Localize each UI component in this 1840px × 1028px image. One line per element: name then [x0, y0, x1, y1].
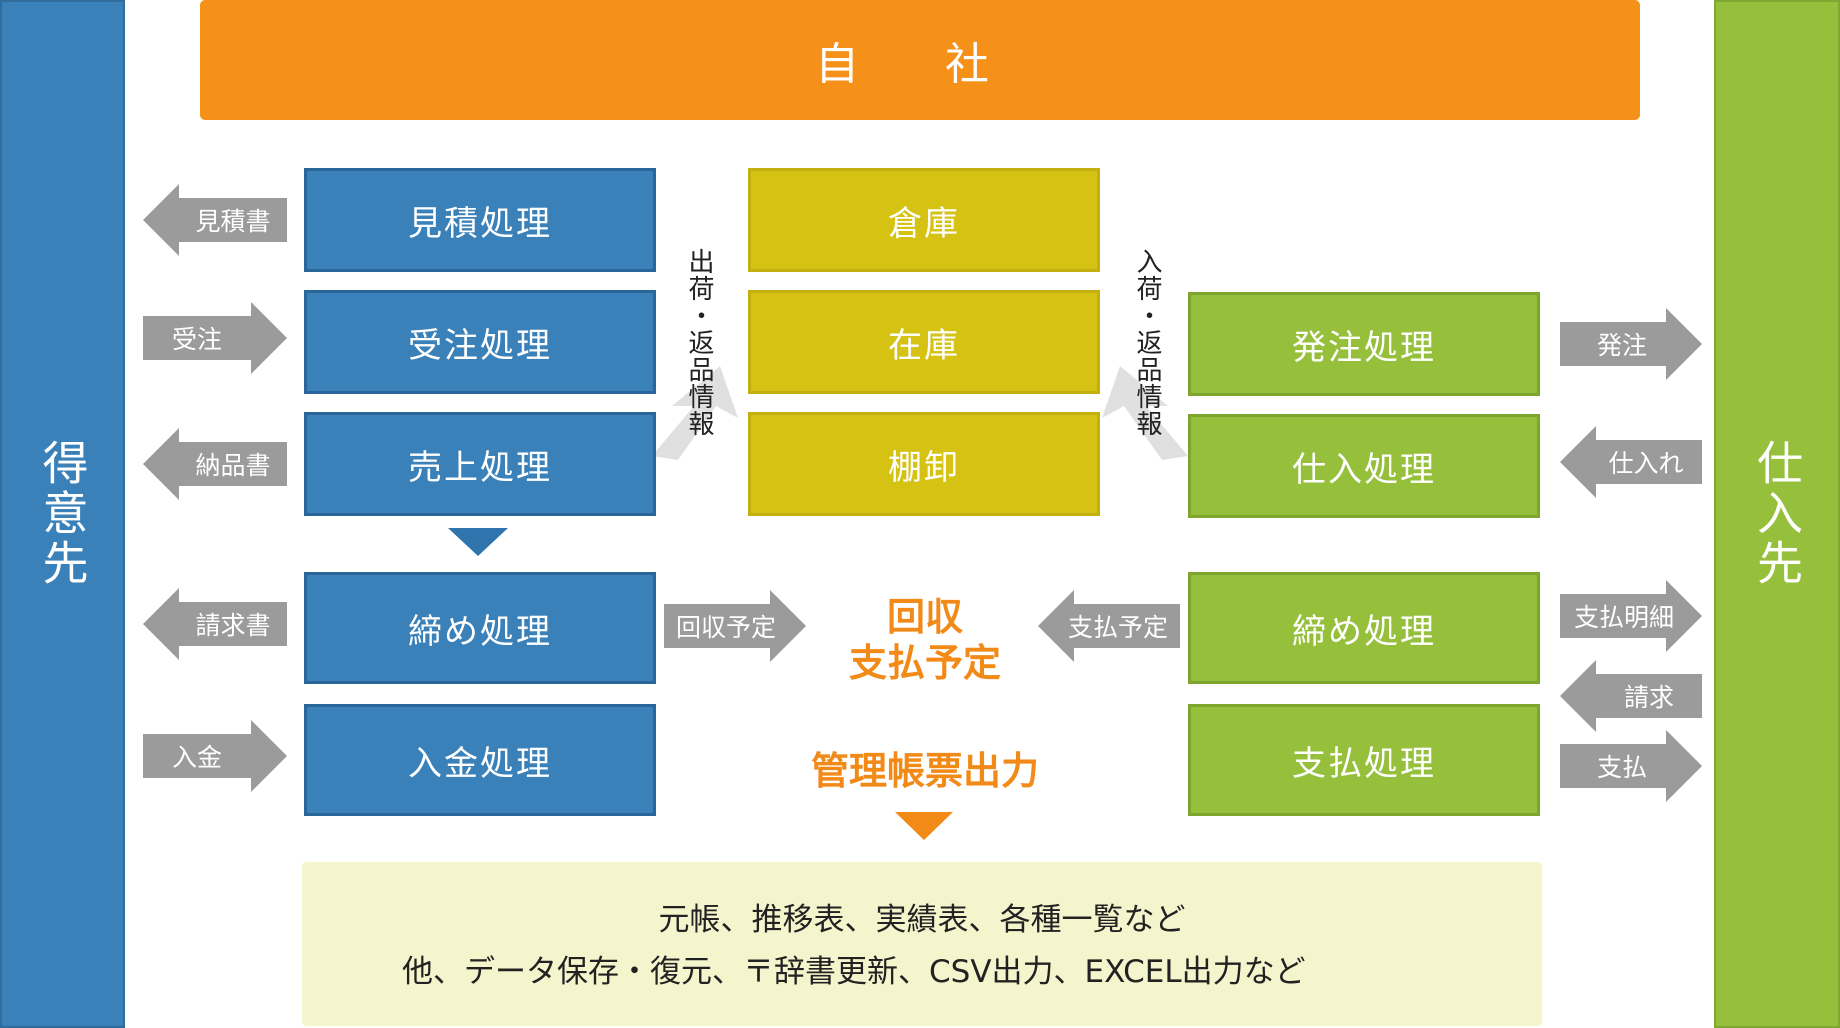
left-closing-box: 締め処理 [304, 572, 656, 684]
collect-title-line1: 回収 [886, 595, 963, 639]
purchase-process-label: 仕入処理 [1292, 449, 1436, 490]
purchase-process-box: 仕入処理 [1188, 414, 1540, 518]
billing-arrow: 請求 [1560, 660, 1702, 732]
collect-plan-label: 回収予定 [675, 613, 776, 642]
delivery-note-label: 納品書 [195, 451, 271, 480]
estimate-process-box: 見積処理 [304, 168, 656, 272]
shipment-flow-arrow [652, 366, 738, 460]
report-output-title: 管理帳票出力 [810, 749, 1039, 793]
supplier-label: 仕入先 [1750, 439, 1804, 589]
left-closing-label: 締め処理 [408, 611, 552, 652]
payment-receive-label: 入金処理 [408, 743, 552, 784]
purchase-in-label: 仕入れ [1608, 449, 1684, 478]
order-receive-arrow: 受注 [143, 302, 287, 374]
order-receive-arrow-label: 受注 [171, 325, 222, 354]
stock-label: 在庫 [888, 325, 960, 366]
delivery-note-arrow: 納品書 [143, 428, 287, 500]
payment-process-label: 支払処理 [1292, 743, 1436, 784]
warehouse-label: 倉庫 [888, 203, 960, 244]
company-banner: 自 社 [200, 0, 1640, 120]
sales-process-label: 売上処理 [408, 447, 552, 488]
warehouse-box: 倉庫 [748, 168, 1100, 272]
stock-box: 在庫 [748, 290, 1100, 394]
payment-statement-arrow: 支払明細 [1560, 580, 1702, 652]
output-detail-line1: 元帳、推移表、実績表、各種一覧など [658, 902, 1186, 938]
arrival-flow-arrow [1102, 366, 1188, 460]
pay-label: 支払 [1596, 753, 1647, 782]
arrival-info-label: 入荷・返品情報 [1132, 248, 1162, 437]
order-place-box: 発注処理 [1188, 292, 1540, 396]
payment-plan-label: 支払予定 [1067, 613, 1168, 642]
orange-down-triangle-icon [895, 812, 953, 840]
payment-statement-label: 支払明細 [1573, 603, 1674, 632]
inventory-box: 棚卸 [748, 412, 1100, 516]
deposit-arrow: 入金 [143, 720, 287, 792]
invoice-arrow: 請求書 [143, 588, 287, 660]
customer-sidebar: 得意先 [0, 0, 125, 1028]
customer-label: 得意先 [35, 439, 90, 589]
output-detail-box [302, 862, 1542, 1026]
billing-label: 請求 [1623, 683, 1674, 712]
collect-title-line2: 支払予定 [848, 641, 1001, 685]
pay-arrow: 支払 [1560, 730, 1702, 802]
output-detail-line2: 他、データ保存・復元、〒辞書更新、CSV出力、EXCEL出力など [402, 954, 1306, 990]
sales-process-box: 売上処理 [304, 412, 656, 516]
collect-plan-arrow: 回収予定 [664, 590, 806, 662]
order-receive-label: 受注処理 [408, 325, 552, 366]
place-order-label: 発注 [1596, 331, 1647, 360]
right-closing-label: 締め処理 [1292, 611, 1436, 652]
collect-payment-plan-title: 回収 支払予定 [820, 594, 1030, 686]
invoice-label: 請求書 [195, 611, 271, 640]
payment-process-box: 支払処理 [1188, 704, 1540, 816]
down-triangle-icon [448, 528, 508, 556]
right-closing-box: 締め処理 [1188, 572, 1540, 684]
order-receive-box: 受注処理 [304, 290, 656, 394]
estimate-doc-label: 見積書 [195, 207, 271, 236]
estimate-process-label: 見積処理 [408, 203, 552, 244]
deposit-label: 入金 [171, 743, 222, 772]
purchase-in-arrow: 仕入れ [1560, 426, 1702, 498]
shipment-info-label: 出荷・返品情報 [684, 248, 714, 437]
payment-receive-box: 入金処理 [304, 704, 656, 816]
company-label: 自 社 [815, 39, 1025, 90]
inventory-label: 棚卸 [888, 447, 960, 488]
estimate-doc-arrow: 見積書 [143, 184, 287, 256]
payment-plan-arrow: 支払予定 [1038, 590, 1180, 662]
place-order-arrow: 発注 [1560, 308, 1702, 380]
supplier-sidebar: 仕入先 [1714, 0, 1840, 1028]
order-place-label: 発注処理 [1292, 327, 1436, 368]
